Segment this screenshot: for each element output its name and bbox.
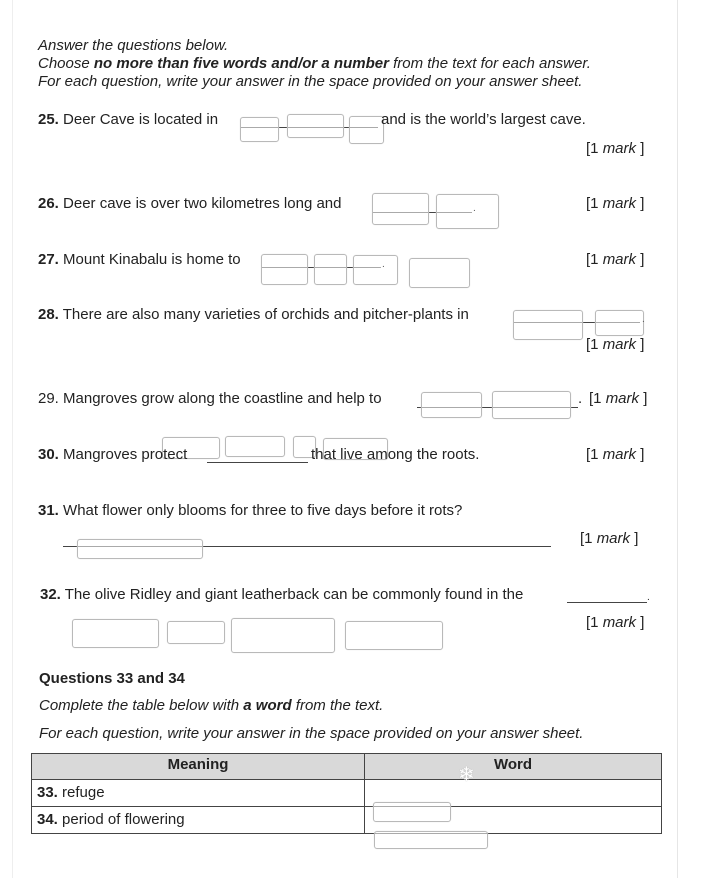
answer-input[interactable]: [231, 618, 335, 653]
answer-input[interactable]: [421, 392, 482, 418]
answer-input[interactable]: [261, 254, 308, 285]
answer-line: [63, 546, 551, 547]
mark-label: [1 mark ]: [586, 251, 645, 268]
answer-line: [207, 462, 308, 463]
answer-input[interactable]: [513, 310, 583, 340]
instruction-2: Choose no more than five words and/or a …: [38, 55, 591, 72]
table-header-meaning: Meaning: [31, 753, 365, 780]
question-29-after: .: [578, 390, 583, 407]
question-28-after: .: [642, 314, 645, 325]
question-32-after: .: [647, 592, 650, 603]
table-row: 33. refuge: [31, 779, 662, 807]
answer-input[interactable]: [345, 621, 443, 650]
question-27-after: .: [382, 259, 385, 270]
question-30-after: that live among the roots.: [311, 446, 480, 463]
question-27: 27. Mount Kinabalu is home to: [38, 251, 241, 268]
question-29: 29. Mangroves grow along the coastline a…: [38, 390, 382, 407]
answer-input[interactable]: [72, 619, 159, 648]
question-32: 32. The olive Ridley and giant leatherba…: [40, 586, 524, 603]
answer-input[interactable]: [314, 254, 347, 285]
mark-label: [1 mark ]: [586, 195, 645, 212]
answer-input[interactable]: [77, 539, 203, 559]
answer-input[interactable]: [436, 194, 499, 229]
question-28: 28. There are also many varieties of orc…: [38, 306, 469, 323]
question-30: 30. Mangroves protect: [38, 446, 188, 463]
question-26: 26. Deer cave is over two kilometres lon…: [38, 195, 342, 212]
answer-input[interactable]: [492, 391, 571, 419]
mark-label: [1 mark ]: [586, 446, 645, 463]
answer-input[interactable]: [293, 436, 316, 458]
answer-input[interactable]: [595, 310, 644, 336]
answer-input[interactable]: [225, 436, 285, 457]
answer-input[interactable]: [287, 114, 344, 138]
mark-label: [1 mark ]: [580, 530, 639, 547]
answer-input[interactable]: [167, 621, 225, 644]
question-26-after: .: [473, 203, 476, 214]
answer-input[interactable]: [372, 193, 429, 225]
answer-input[interactable]: [240, 117, 279, 142]
answer-input-33[interactable]: [373, 802, 451, 822]
section-instruction-1: Complete the table below with a word fro…: [39, 697, 384, 714]
question-31: 31. What flower only blooms for three to…: [38, 502, 463, 519]
question-25: 25. Deer Cave is located in: [38, 111, 219, 128]
instruction-3: For each question, write your answer in …: [38, 73, 583, 90]
answer-line: [567, 602, 647, 603]
answer-input[interactable]: [162, 437, 220, 459]
answer-input[interactable]: [409, 258, 470, 288]
answer-input-34[interactable]: [374, 831, 488, 849]
section-heading: Questions 33 and 34: [39, 670, 185, 687]
mark-label: [1 mark ]: [586, 140, 645, 157]
answer-input[interactable]: [353, 255, 398, 285]
table-row: 34. period of flowering: [31, 806, 662, 834]
question-25-after: and is the world’s largest cave.: [381, 111, 586, 128]
section-instruction-2: For each question, write your answer in …: [39, 725, 584, 742]
mark-label: [1 mark ]: [586, 336, 645, 353]
vocabulary-table: Meaning Word 33. refuge 34. period of fl…: [31, 753, 662, 834]
answer-input[interactable]: [323, 438, 388, 460]
mark-label: [1 mark ]: [589, 390, 648, 407]
table-header-word: Word: [364, 753, 662, 780]
snowflake-icon: ❄: [458, 764, 475, 786]
instruction-1: Answer the questions below.: [38, 37, 229, 54]
answer-input[interactable]: [349, 116, 384, 144]
mark-label: [1 mark ]: [586, 614, 645, 631]
